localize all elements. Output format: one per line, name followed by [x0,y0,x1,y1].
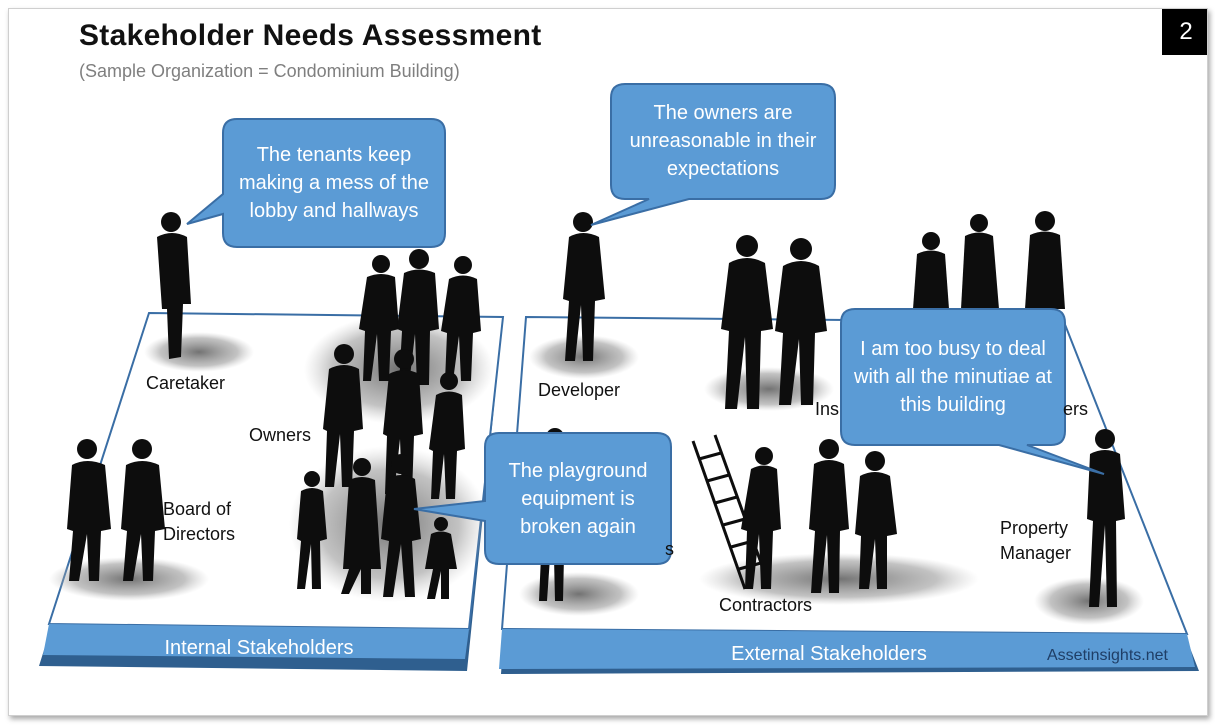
external-platform-band [499,629,1195,669]
contractor-figure-2 [809,439,849,593]
insurer-figure-1 [721,235,773,409]
label-contractors: Contractors [719,595,813,615]
owner-figure-mid-1 [323,344,363,487]
owner-figure-mid-3 [429,372,465,499]
developer-bubble-text: The owners are unreasonable in their exp… [629,102,817,180]
internal-stakeholders-label: Internal Stakeholders [164,637,354,659]
label-insurers-fragment: Ins [815,399,840,419]
family-figure-2 [341,458,381,594]
supplier-figure-3 [1025,211,1065,309]
contractor-figure-3 [855,451,897,589]
label-property-manager-line1: Property [1000,518,1069,538]
family-figure-3 [381,454,421,597]
caretaker-bubble-text: The tenants keep making a mess of the lo… [238,144,430,222]
caretaker-figure [157,212,191,359]
insurer-figure-2 [775,238,827,405]
label-owners: Owners [249,425,312,445]
family-figure-1 [297,471,327,589]
supplier-figure-2 [961,214,999,309]
board-figure-2 [121,439,165,581]
label-property-manager-line2: Manager [1000,543,1072,563]
page-subtitle: (Sample Organization = Condominium Build… [79,61,460,81]
property-manager-bubble-shape [840,308,1105,475]
family-figure-child [425,517,457,599]
board-figure-1 [67,439,111,581]
slide: Stakeholder Needs Assessment (Sample Org… [8,8,1208,716]
owner-figure-back-3 [441,256,481,381]
developer-bubble-shape [590,83,836,226]
supplier-figure-1 [913,232,949,309]
property-manager-figure [1087,429,1125,607]
label-tenants-fragment: s [665,539,674,559]
developer-figure [563,212,605,361]
label-board-line1: Board of [163,499,232,519]
scene-illustration [39,83,1199,674]
page-number-badge: 2 [1162,9,1207,55]
caretaker-bubble-shape [186,118,446,248]
page-title: Stakeholder Needs Assessment [79,19,542,52]
property-manager-bubble-text: I am too busy to deal with all the minut… [854,338,1052,416]
owner-figure-back-1 [359,255,399,381]
credit-text: Assetinsights.net [1047,647,1168,664]
contractor-figure-1 [741,447,781,589]
tenants-bubble-shape [413,432,672,565]
tenants-bubble-text: The playground equipment is broken again [508,459,648,538]
external-stakeholders-label: External Stakeholders [731,643,927,665]
silhouettes [67,211,1125,607]
label-developer: Developer [538,380,621,400]
label-suppliers-fragment: ers [1063,399,1089,419]
internal-platform-band [43,624,469,659]
speech-bubbles [186,83,1105,565]
label-board-line2: Directors [163,524,236,544]
label-caretaker: Caretaker [146,373,226,393]
